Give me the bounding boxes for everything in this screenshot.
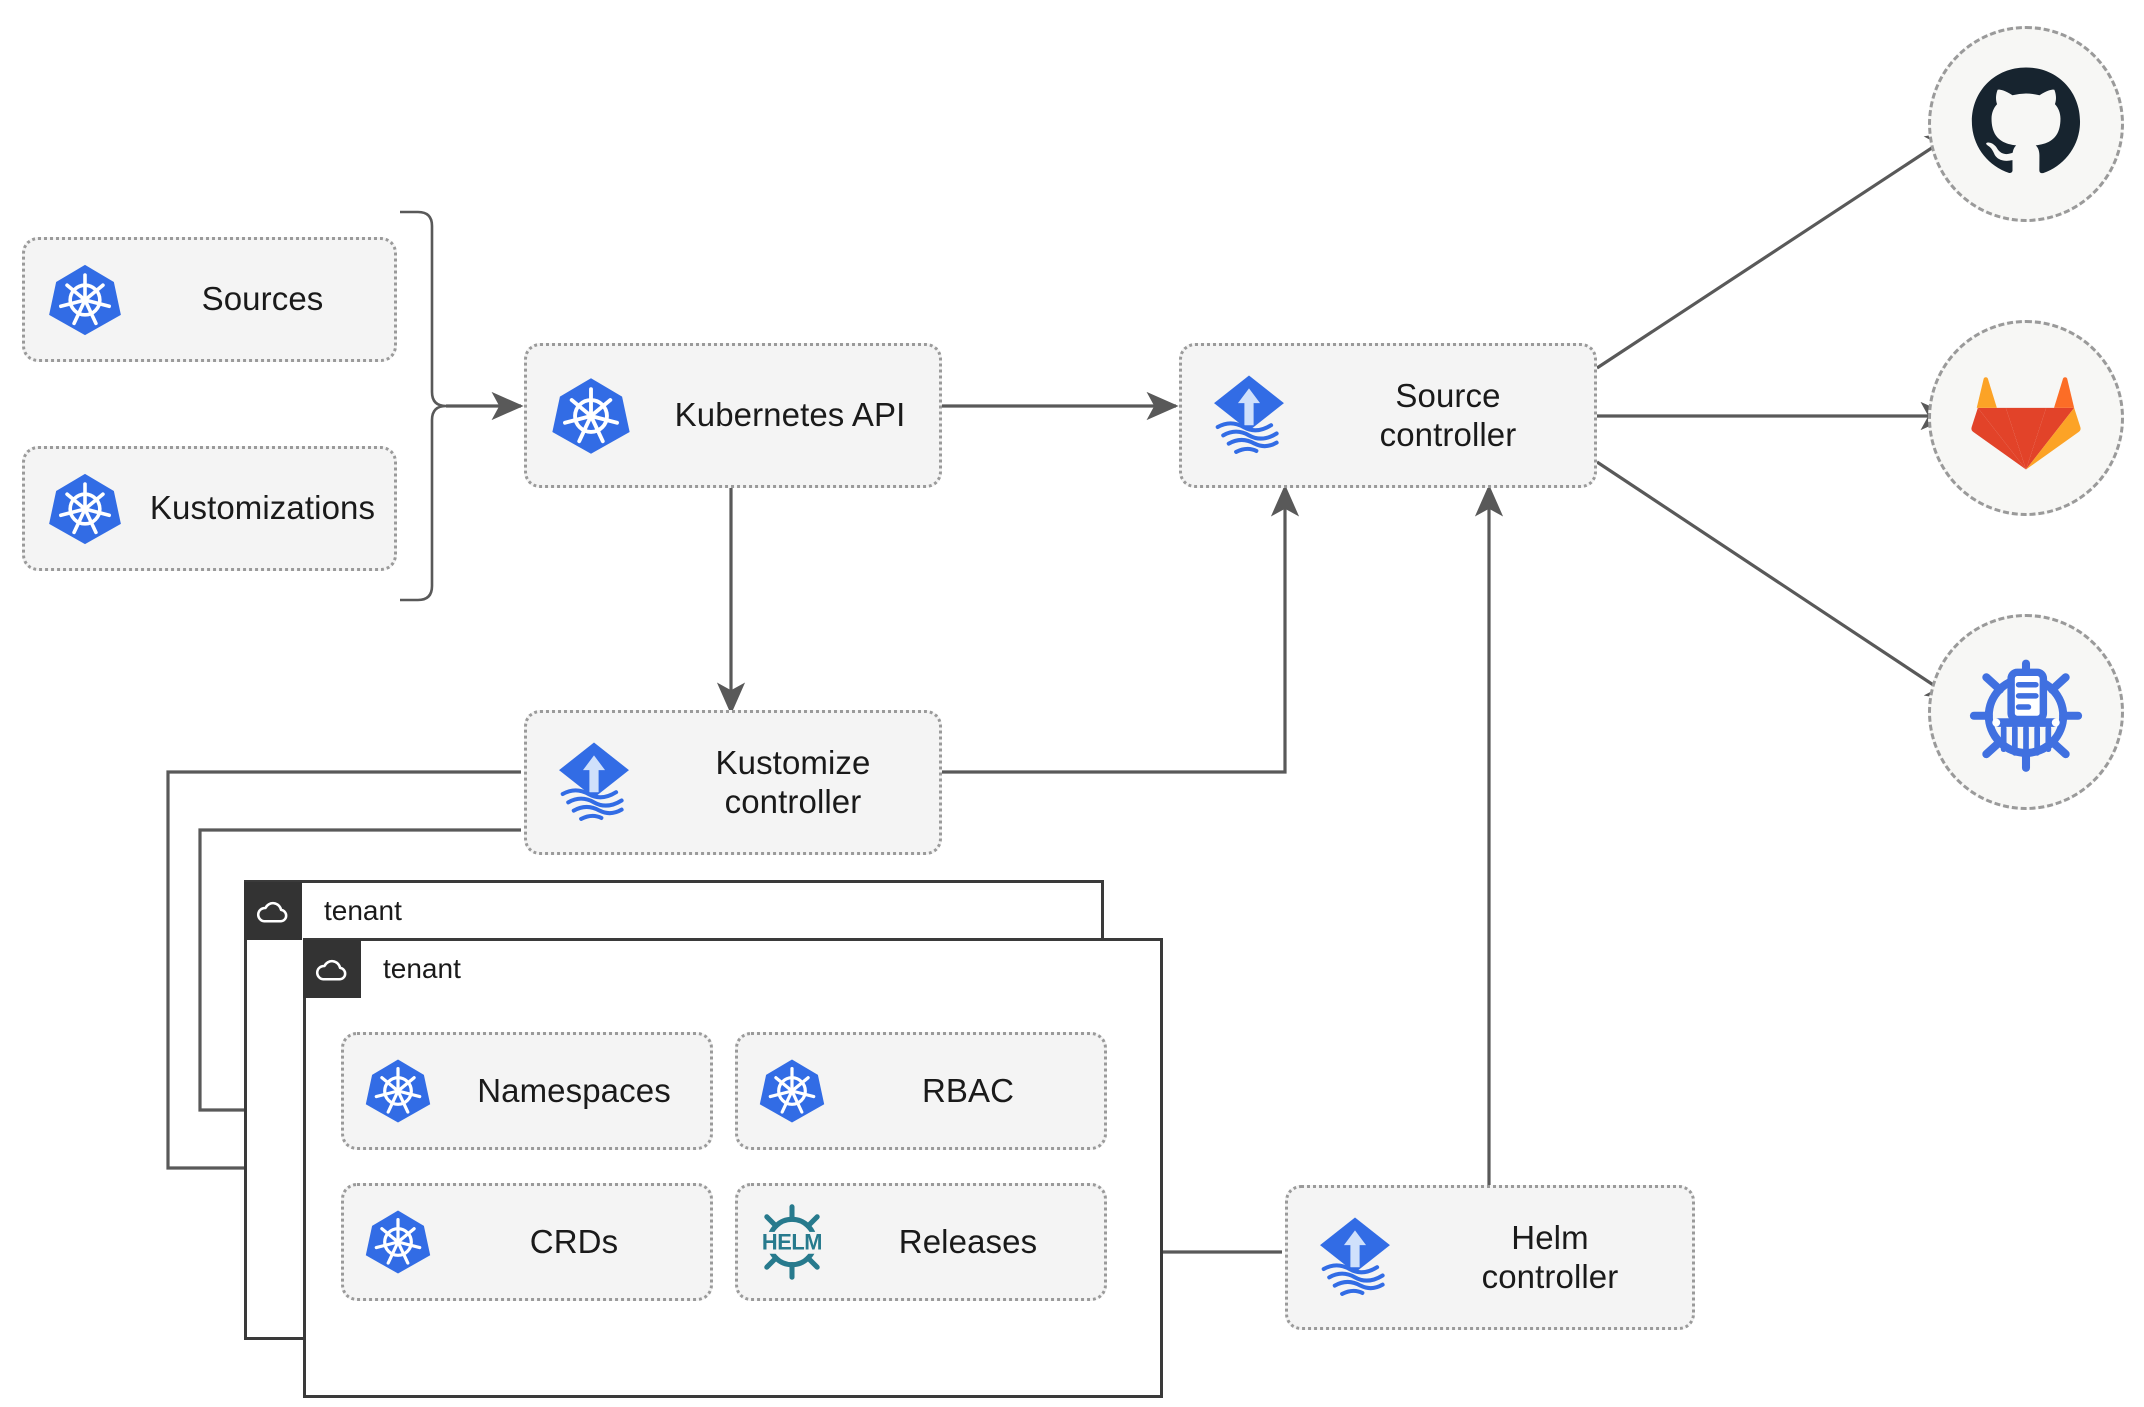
cloud-icon — [303, 939, 361, 998]
node-helm-controller[interactable]: Helm controller — [1285, 1185, 1695, 1330]
node-helm-controller-label: Helm controller — [1481, 1218, 1619, 1295]
kubernetes-icon — [738, 1056, 846, 1126]
node-kustomizations-label: Kustomizations — [149, 489, 376, 527]
node-releases[interactable]: HELM Releases — [735, 1183, 1107, 1301]
provider-github[interactable] — [1928, 26, 2124, 222]
helm-icon: HELM — [738, 1200, 846, 1284]
node-kustomize-controller[interactable]: Kustomize controller — [524, 710, 942, 855]
node-kubernetes-api-label: Kubernetes API — [674, 396, 906, 434]
node-kubernetes-api[interactable]: Kubernetes API — [524, 343, 942, 488]
provider-gitlab[interactable] — [1928, 320, 2124, 516]
wire-kustomize-to-source — [941, 484, 1300, 774]
kubernetes-icon — [344, 1207, 452, 1277]
gitlab-icon — [1971, 377, 2081, 470]
node-rbac[interactable]: RBAC — [735, 1032, 1107, 1150]
node-kustomize-controller-label: Kustomize controller — [715, 743, 871, 820]
node-kustomizations[interactable]: Kustomizations — [22, 446, 397, 571]
node-source-controller-label: Source controller — [1379, 376, 1517, 453]
kubernetes-icon — [25, 470, 145, 548]
wire-source-to-helmrepo — [1596, 460, 1959, 702]
node-sources[interactable]: Sources — [22, 237, 397, 362]
svg-text:HELM: HELM — [762, 1230, 822, 1255]
tenant-back-titlebar: tenant — [244, 881, 402, 941]
node-namespaces-label: Namespaces — [477, 1071, 671, 1109]
node-rbac-label: RBAC — [921, 1071, 1015, 1109]
kubernetes-icon — [25, 261, 145, 339]
flux-icon — [527, 737, 661, 829]
cloud-icon — [244, 881, 302, 940]
tenant-container-front: tenant — [303, 938, 1163, 1398]
node-source-controller[interactable]: Source controller — [1179, 343, 1597, 488]
tenant-front-titlebar: tenant — [303, 939, 461, 999]
flux-icon — [1182, 370, 1316, 462]
kubernetes-icon — [344, 1056, 452, 1126]
tenant-front-label: tenant — [383, 953, 461, 984]
node-sources-label: Sources — [201, 280, 324, 318]
node-crds-label: CRDs — [529, 1222, 619, 1260]
helm-repository-icon — [1969, 659, 2083, 772]
node-crds[interactable]: CRDs — [341, 1183, 713, 1301]
wire-source-to-github — [1596, 130, 1959, 370]
wire-group-brace — [400, 210, 447, 602]
flux-icon — [1288, 1212, 1422, 1304]
github-icon — [1971, 67, 2081, 174]
node-namespaces[interactable]: Namespaces — [341, 1032, 713, 1150]
node-releases-label: Releases — [898, 1222, 1038, 1260]
kubernetes-icon — [527, 374, 655, 458]
provider-helm-repository[interactable] — [1928, 614, 2124, 810]
tenant-back-label: tenant — [324, 895, 402, 926]
